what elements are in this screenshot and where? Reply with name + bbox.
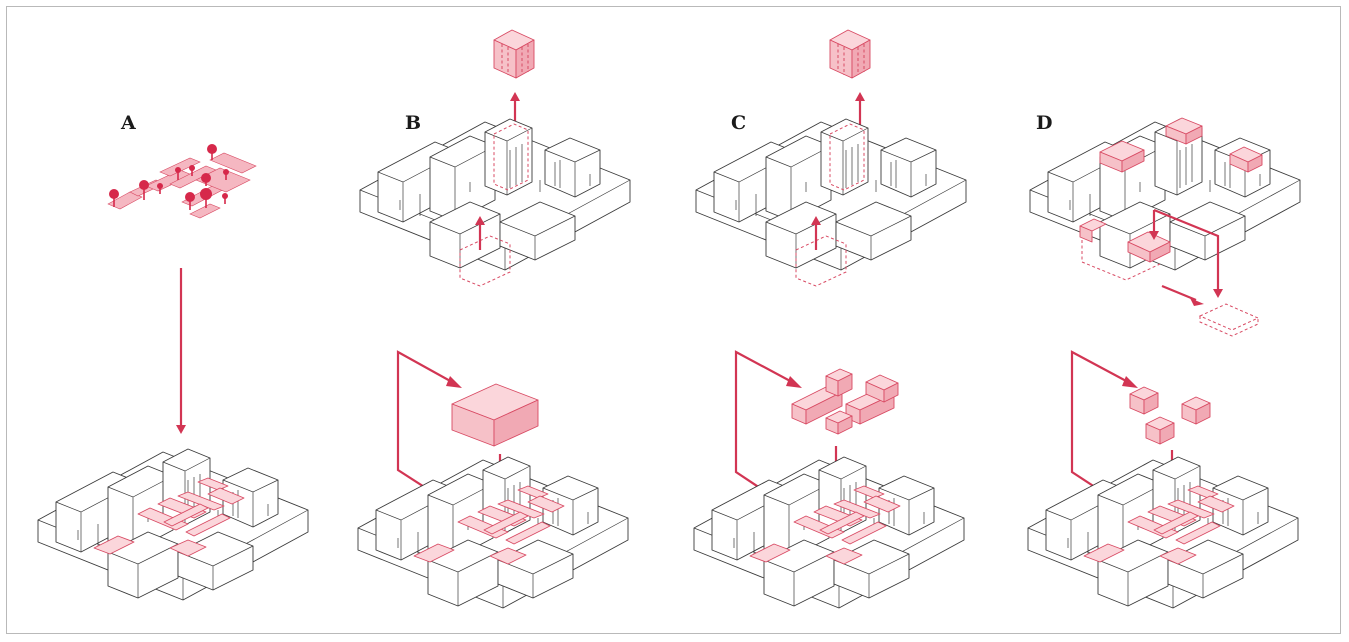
panel-label-b: B: [405, 112, 421, 134]
block-d-upper: [1029, 117, 1301, 281]
arrow-head-d2: [1213, 289, 1223, 298]
block-c-lower: [693, 456, 965, 609]
arrow-route-d: [1153, 208, 1220, 290]
panel-a: [37, 144, 309, 601]
extracted-tower-b: [493, 29, 535, 79]
extracted-tower-c: [829, 29, 871, 79]
arrow-head-b1: [510, 92, 520, 101]
arrow-head-a: [176, 425, 186, 434]
pink-volume-b: [451, 383, 539, 447]
panel-b: [357, 29, 631, 609]
pink-fragments-c: [791, 368, 899, 435]
pin-network: [107, 144, 257, 219]
pink-cubes-d: [1129, 386, 1211, 445]
block-d-lower: [1027, 456, 1299, 609]
panel-c: [693, 29, 967, 609]
block-b-lower: [357, 456, 629, 609]
panel-label-a: A: [120, 112, 136, 134]
arrow-head-c1: [855, 92, 865, 101]
panel-label-d: D: [1036, 112, 1052, 134]
removed-footprint-d: [1198, 303, 1260, 337]
block-c-upper: [695, 118, 967, 287]
panel-d: [1027, 117, 1301, 609]
block-b-upper: [359, 118, 631, 287]
arrow-out-d: [1161, 284, 1197, 302]
panel-label-c: C: [731, 112, 746, 134]
block-a: [37, 448, 309, 601]
